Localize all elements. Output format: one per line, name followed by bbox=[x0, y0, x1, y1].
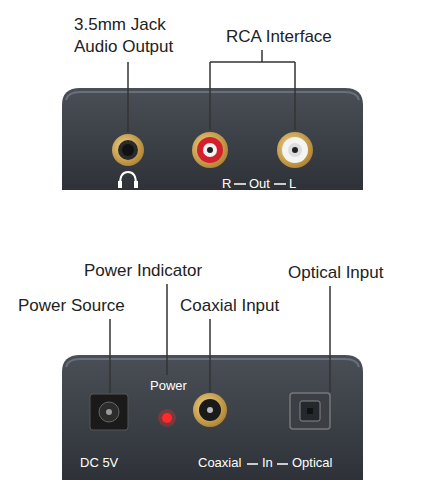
port-marking: DC 5V bbox=[80, 455, 118, 471]
callout-label: Coaxial Input bbox=[180, 295, 279, 317]
callout-label: Optical Input bbox=[288, 262, 383, 284]
leader-lines bbox=[110, 284, 330, 393]
port-marking: Out bbox=[249, 176, 270, 192]
port-marking: Coaxial bbox=[198, 455, 241, 471]
callout-label: 3.5mm Jack Audio Output bbox=[74, 14, 192, 58]
port-marking: Power bbox=[150, 378, 187, 394]
callout-label: Power Source bbox=[18, 295, 125, 317]
leader-lines bbox=[128, 50, 295, 132]
port-marking: R bbox=[222, 176, 231, 192]
callout-label: Power Indicator bbox=[84, 260, 202, 282]
port-marking: L bbox=[289, 176, 296, 192]
port-marking: In bbox=[262, 455, 273, 471]
callout-label: RCA Interface bbox=[226, 26, 332, 48]
input-panel bbox=[62, 355, 363, 480]
output-panel bbox=[62, 88, 363, 190]
port-marking: Optical bbox=[292, 455, 332, 471]
